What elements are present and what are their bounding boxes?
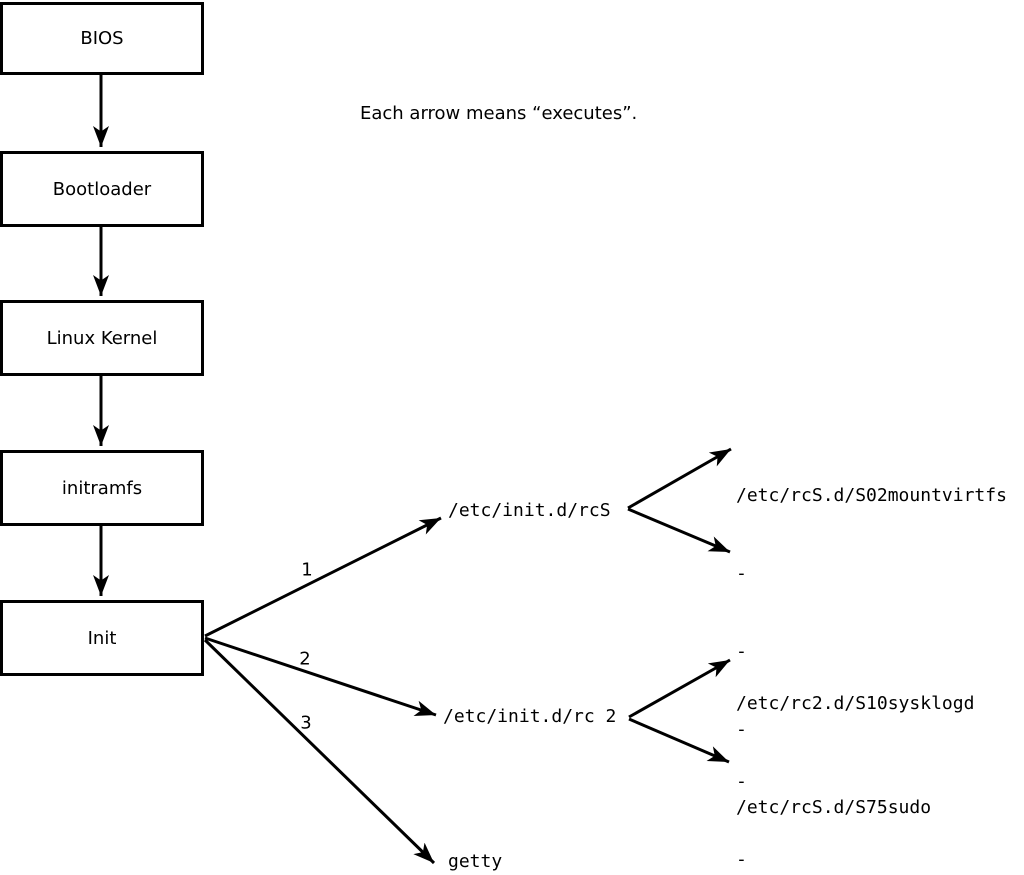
node-bootloader: Bootloader: [0, 151, 204, 227]
arrow-init-to-rcS: [204, 516, 442, 638]
rcS-child-item: -: [736, 563, 747, 584]
rcS-child-item: -: [736, 719, 747, 740]
script-rcS-label: /etc/init.d/rcS: [448, 500, 611, 521]
script-getty-label: getty: [448, 851, 503, 872]
arrow-rc2-to-s99gdm: [628, 717, 730, 764]
rc2-child-item: -: [736, 849, 747, 870]
node-init: Init: [0, 600, 204, 676]
edge-label-2: 2: [299, 648, 311, 670]
rcS-child-item: /etc/rcS.d/S02mountvirtfs: [736, 485, 1007, 506]
rcS-children-list: /etc/rcS.d/S02mountvirtfs - - - /etc/rcS…: [736, 431, 1007, 873]
node-initramfs-label: initramfs: [61, 477, 143, 499]
node-initramfs: initramfs: [0, 450, 204, 526]
edge-label-3: 3: [300, 712, 312, 734]
script-rc2-label: /etc/init.d/rc 2: [443, 706, 617, 727]
node-bootloader-label: Bootloader: [52, 178, 152, 200]
rc2-child-item: /etc/rc2.d/S10sysklogd: [736, 693, 975, 714]
node-bios-label: BIOS: [80, 28, 124, 49]
legend-text: Each arrow means “executes”.: [360, 103, 638, 124]
rcS-child-item: -: [736, 641, 747, 662]
rcS-child-item: /etc/rcS.d/S75sudo: [736, 797, 932, 818]
edge-label-1: 1: [301, 559, 313, 581]
node-bios: BIOS: [0, 2, 204, 75]
arrow-rc2-to-s10sysklogd: [628, 658, 731, 719]
rc2-child-item: -: [736, 771, 747, 792]
node-init-label: Init: [87, 627, 117, 649]
arrow-init-to-rc2: [204, 636, 437, 717]
node-linux-kernel: Linux Kernel: [0, 300, 204, 376]
arrow-rcS-to-s75sudo: [627, 507, 731, 554]
rc2-children-list: /etc/rc2.d/S10sysklogd - - - /etc/rc2.d/…: [736, 639, 974, 875]
node-linux-kernel-label: Linux Kernel: [46, 327, 158, 349]
arrow-init-to-getty: [203, 638, 436, 865]
arrow-rcS-to-s02mountvirtfs: [627, 447, 732, 510]
